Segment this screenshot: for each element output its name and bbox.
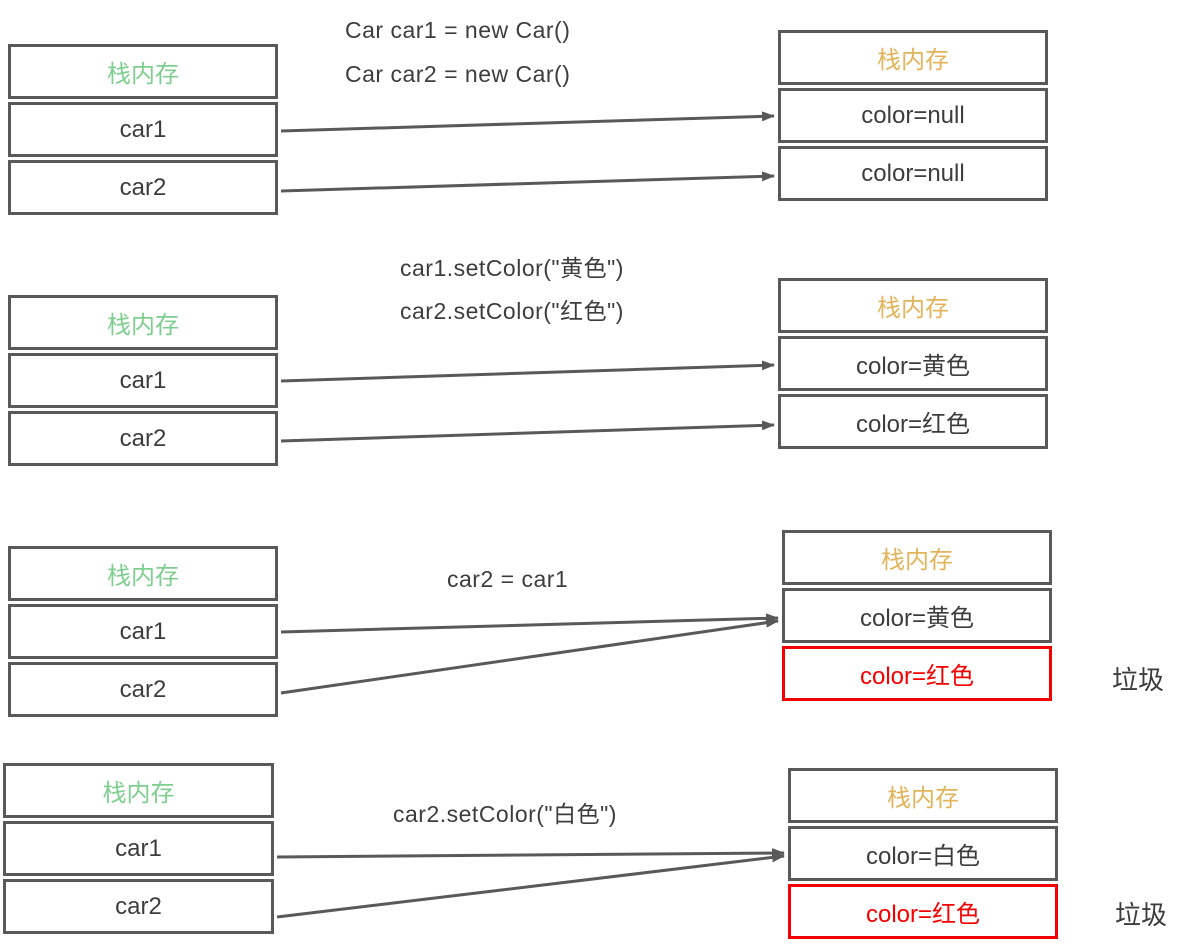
heap-box-title: 栈内存: [778, 278, 1048, 333]
heap-cell-object2: color=红色: [778, 394, 1048, 449]
stack-box-title: 栈内存: [3, 763, 274, 818]
garbage-label: 垃圾: [1112, 665, 1165, 695]
stack-cell-car1: car1: [8, 353, 278, 408]
heap-box-1: 栈内存 color=null color=null: [778, 30, 1048, 201]
code-line: Car car2 = new Car(): [345, 61, 571, 87]
heap-cell-object1: color=黄色: [782, 588, 1052, 643]
heap-box-title: 栈内存: [782, 530, 1052, 585]
heap-cell-object1: color=null: [778, 88, 1048, 143]
heap-box-3: 栈内存 color=黄色 color=红色: [782, 530, 1052, 701]
code-line: car2.setColor("白色"): [393, 801, 617, 827]
heap-box-title: 栈内存: [778, 30, 1048, 85]
garbage-label: 垃圾: [1115, 900, 1168, 930]
heap-cell-object2: color=null: [778, 146, 1048, 201]
arrow-s1-car1-to-object1: [280, 111, 775, 133]
stack-box-title: 栈内存: [8, 44, 278, 99]
heap-cell-object2-garbage: color=红色: [782, 646, 1052, 701]
stack-cell-car1: car1: [8, 102, 278, 157]
arrow-s2-car1-to-object1: [280, 360, 775, 383]
stack-cell-car2: car2: [8, 411, 278, 466]
heap-cell-object1: color=黄色: [778, 336, 1048, 391]
stack-cell-car2: car2: [8, 160, 278, 215]
stack-box-4: 栈内存 car1 car2: [3, 763, 274, 934]
arrow-s3-car2-to-object1: [280, 617, 779, 695]
stack-cell-car1: car1: [3, 821, 274, 876]
arrow-s4-car1-to-object1: [276, 848, 785, 859]
stack-box-2: 栈内存 car1 car2: [8, 295, 278, 466]
code-line: car1.setColor("黄色"): [400, 255, 624, 281]
arrow-s4-car2-to-object1: [276, 852, 785, 919]
heap-box-4: 栈内存 color=白色 color=红色: [788, 768, 1058, 939]
stack-cell-car2: car2: [3, 879, 274, 934]
stack-box-title: 栈内存: [8, 295, 278, 350]
heap-cell-object2-garbage: color=红色: [788, 884, 1058, 939]
arrow-s1-car2-to-object2: [280, 171, 775, 193]
code-line: Car car1 = new Car(): [345, 17, 571, 43]
heap-box-title: 栈内存: [788, 768, 1058, 823]
code-line: car2 = car1: [447, 566, 569, 592]
stack-cell-car1: car1: [8, 604, 278, 659]
arrow-s2-car2-to-object2: [280, 420, 775, 443]
heap-box-2: 栈内存 color=黄色 color=红色: [778, 278, 1048, 449]
arrow-s3-car1-to-object1: [280, 613, 779, 634]
stack-box-title: 栈内存: [8, 546, 278, 601]
stack-box-3: 栈内存 car1 car2: [8, 546, 278, 717]
code-line: car2.setColor("红色"): [400, 298, 624, 324]
stack-cell-car2: car2: [8, 662, 278, 717]
heap-cell-object1: color=白色: [788, 826, 1058, 881]
stack-box-1: 栈内存 car1 car2: [8, 44, 278, 215]
